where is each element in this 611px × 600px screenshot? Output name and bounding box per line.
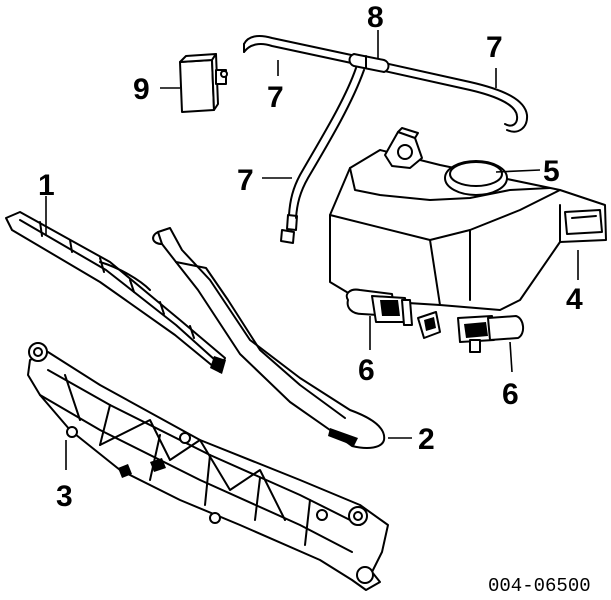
check-valve — [179, 53, 228, 113]
callout-7a: 7 — [267, 81, 284, 114]
wiper-blade — [5, 211, 226, 374]
washer-hose-vertical — [280, 67, 365, 244]
callout-5: 5 — [543, 155, 560, 188]
drawing-code: 004-06500 — [488, 575, 591, 597]
callout-8: 8 — [367, 1, 384, 34]
callout-9: 9 — [133, 73, 150, 106]
callout-2: 2 — [418, 423, 435, 456]
callout-4: 4 — [566, 283, 583, 316]
leader-6b — [509, 341, 513, 373]
hose-connector — [348, 53, 390, 73]
washer-reservoir — [329, 127, 607, 311]
callout-3: 3 — [56, 480, 73, 513]
wiper-linkage-module — [27, 342, 389, 591]
washer-pump-right — [457, 315, 524, 353]
leader-lines — [45, 30, 579, 470]
washer-hose-upper — [243, 35, 529, 133]
washer-pump-left — [345, 288, 441, 339]
leader-5 — [495, 169, 541, 173]
wiper-arm — [152, 227, 386, 449]
callout-7b: 7 — [237, 164, 254, 197]
callout-1: 1 — [38, 169, 55, 202]
callout-7c: 7 — [486, 31, 503, 64]
callout-6a: 6 — [358, 354, 375, 387]
callout-6b: 6 — [502, 378, 519, 411]
